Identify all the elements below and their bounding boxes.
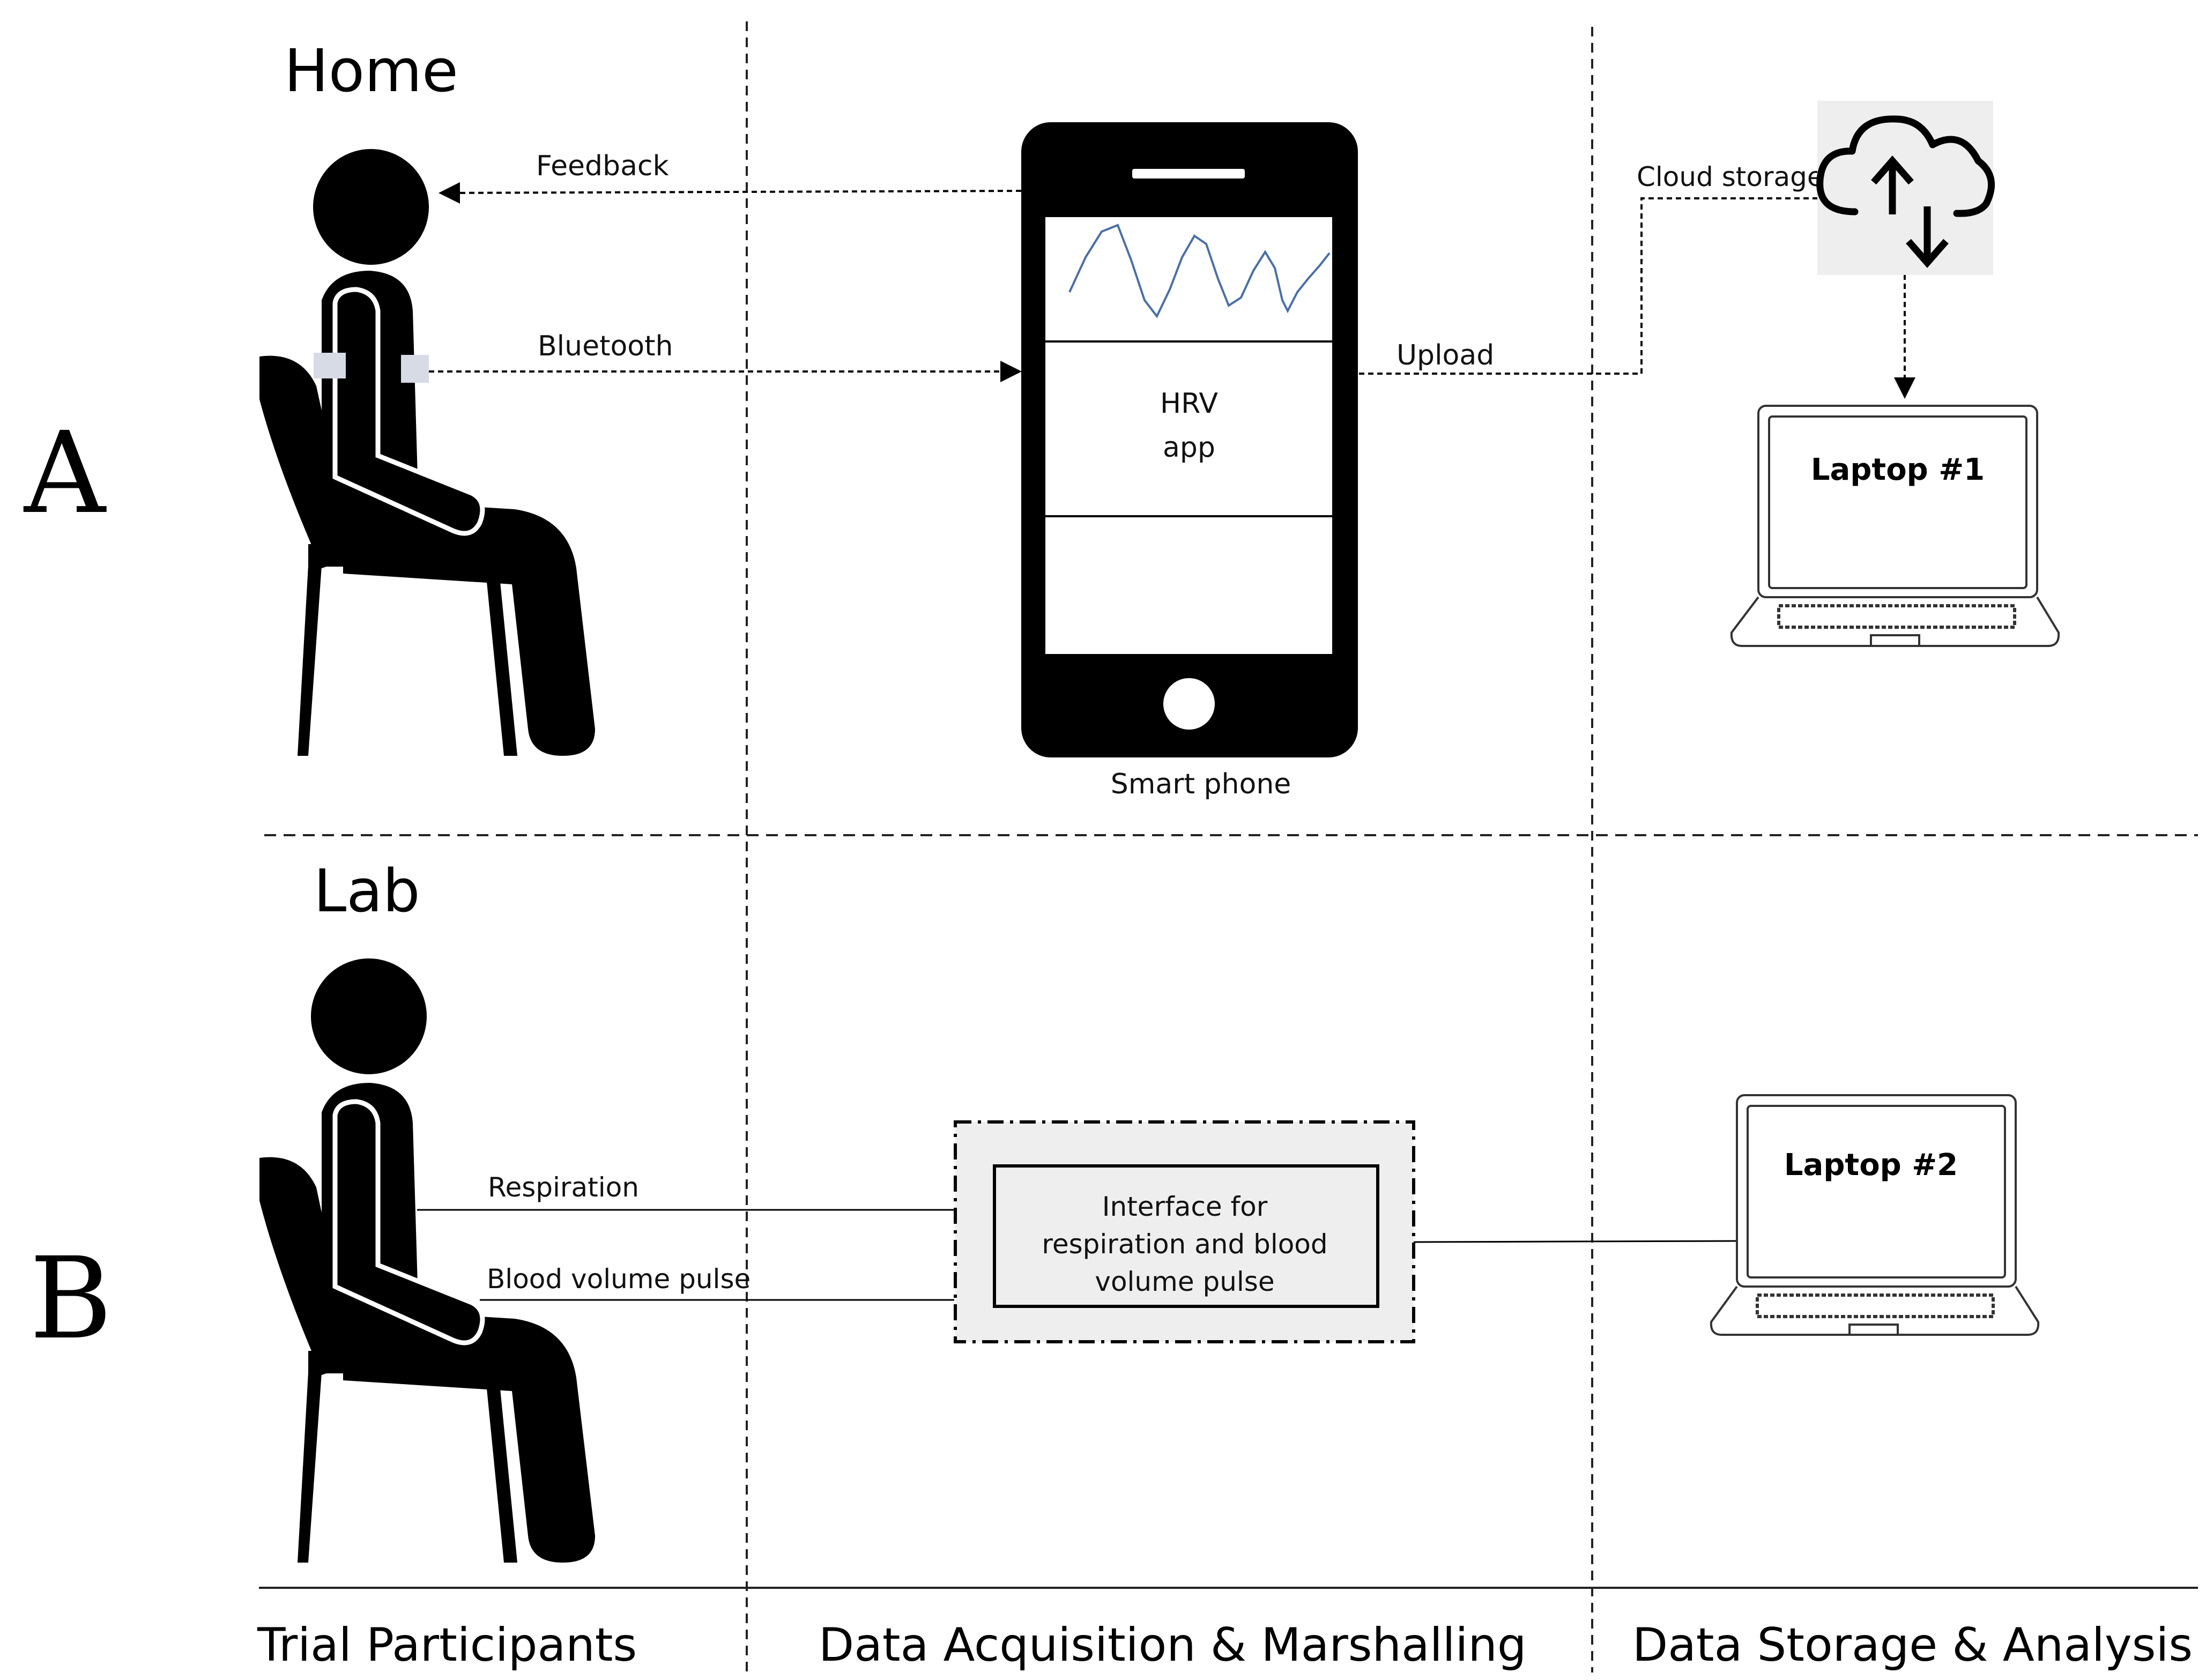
interface-to-laptop-line	[1413, 1240, 1737, 1243]
interface-label-line2: respiration and blood	[1042, 1229, 1327, 1260]
interface-label-line1: Interface for	[1102, 1191, 1268, 1222]
bluetooth-label: Bluetooth	[538, 330, 673, 362]
laptop-1-icon	[1730, 405, 2060, 647]
interface-label-line3: volume pulse	[1095, 1266, 1274, 1297]
setting-title-lab: Lab	[314, 857, 420, 925]
feedback-arrow	[439, 182, 1022, 204]
laptop-1-label: Laptop #1	[1811, 452, 1985, 487]
respiration-label: Respiration	[488, 1172, 639, 1203]
smart-phone-icon	[1021, 122, 1358, 757]
column-label-acquisition: Data Acquisition & Marshalling	[819, 1618, 1527, 1672]
arm-band-left	[314, 353, 346, 378]
hrv-waveform	[1068, 224, 1331, 318]
upload-label: Upload	[1397, 339, 1494, 371]
seated-person-lab-icon	[259, 958, 595, 1563]
column-label-storage: Data Storage & Analysis	[1632, 1618, 2193, 1672]
phone-screen	[1045, 217, 1332, 654]
arm-band-right	[401, 355, 429, 383]
grid-lines	[259, 21, 2198, 1672]
interface-box	[954, 1120, 1415, 1343]
laptop-2-icon	[1710, 1094, 2040, 1336]
bvp-label: Blood volume pulse	[487, 1263, 751, 1295]
seated-person-home-icon	[259, 149, 595, 756]
phone-app-label-line1: HRV	[1160, 388, 1218, 420]
panel-letter-a: A	[23, 407, 107, 539]
cloud-storage-label: Cloud storage	[1637, 161, 1824, 192]
column-label-participants: Trial Participants	[257, 1618, 637, 1672]
feedback-label: Feedback	[536, 150, 669, 182]
lab-connectors	[417, 1209, 1737, 1301]
home-connectors	[429, 182, 1915, 399]
setting-title-home: Home	[284, 36, 458, 105]
panel-letter-b: B	[29, 1233, 112, 1364]
laptop-2-label: Laptop #2	[1784, 1148, 1958, 1183]
cloud-upload-download-icon	[1816, 101, 1995, 275]
upload-line	[1359, 197, 1818, 375]
phone-home-button	[1163, 678, 1215, 730]
phone-caption: Smart phone	[1111, 768, 1291, 800]
phone-app-label-line2: app	[1163, 432, 1215, 464]
